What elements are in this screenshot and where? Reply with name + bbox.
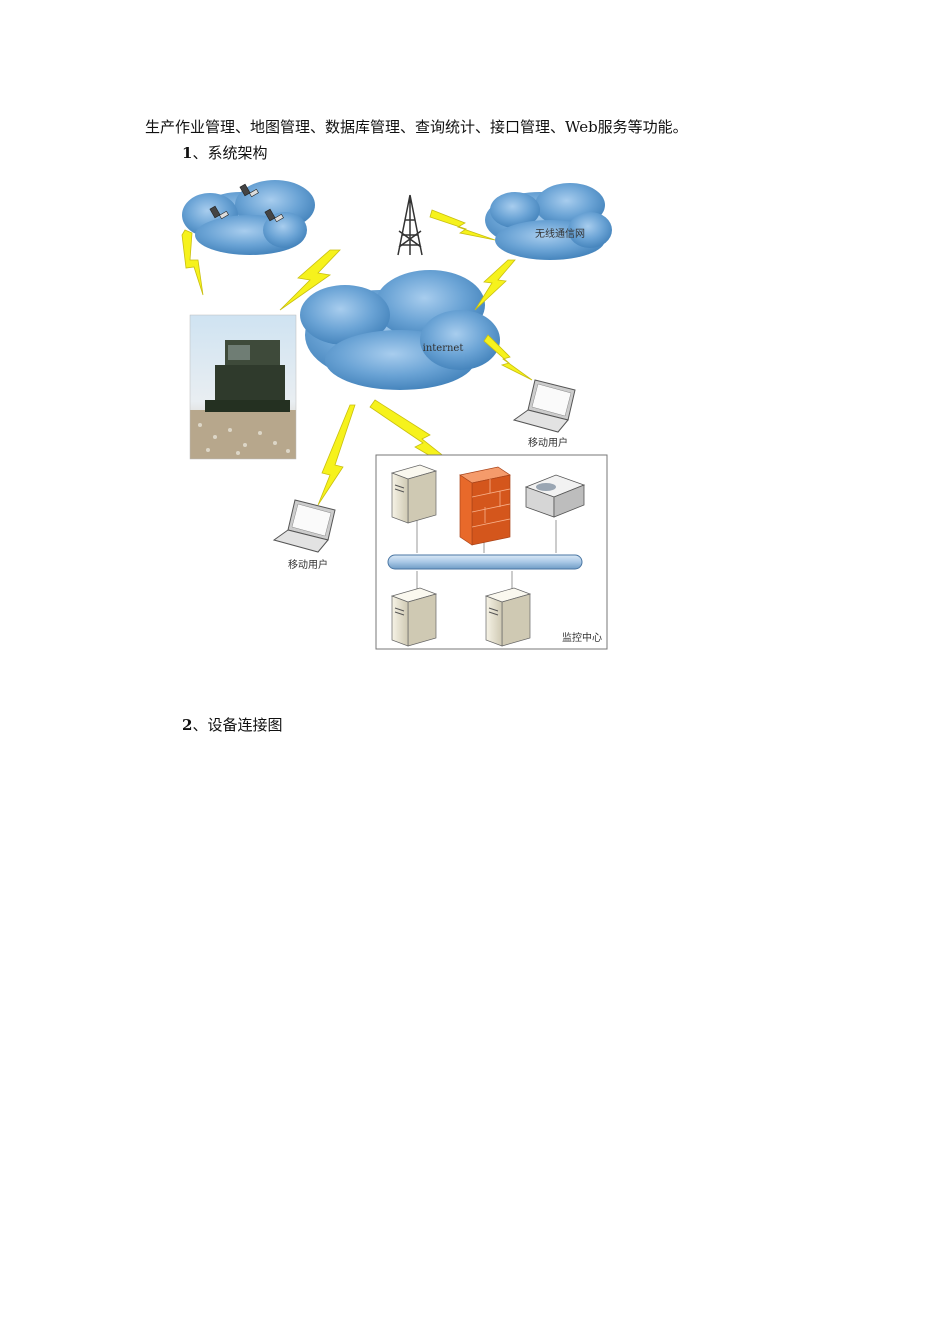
section-heading-architecture: 1、系统架构	[182, 142, 267, 164]
lightning-bolt-icon	[279, 249, 341, 311]
router-icon	[524, 474, 586, 518]
lightning-bolt-icon	[483, 334, 533, 381]
antenna-tower-icon	[397, 194, 423, 256]
section-separator: 、	[192, 144, 208, 162]
wireless-network-cloud: 无线通信网	[485, 183, 612, 260]
server-icon	[390, 587, 438, 647]
section-separator: 、	[192, 716, 208, 734]
section-title: 设备连接图	[207, 716, 283, 734]
mobile-user-label: 移动用户	[288, 558, 328, 571]
section-number: 1	[182, 144, 193, 162]
mobile-user-label: 移动用户	[528, 436, 568, 449]
lightning-bolt-icon	[474, 259, 516, 311]
server-icon	[484, 587, 532, 647]
monitoring-center: 监控中心	[375, 454, 608, 650]
mobile-user-laptop-right: 移动用户	[512, 379, 576, 449]
satellite-cloud	[182, 180, 315, 255]
network-bus	[387, 554, 583, 570]
section-number: 2	[182, 716, 193, 734]
lightning-bolt-icon	[317, 404, 356, 506]
mobile-user-laptop-left: 移动用户	[272, 499, 336, 571]
laptop-icon	[512, 379, 576, 433]
internet-cloud: internet	[300, 270, 500, 390]
satellite-icon	[209, 183, 284, 223]
section-heading-device-connection: 2、设备连接图	[182, 714, 282, 736]
internet-label: internet	[423, 343, 464, 354]
lightning-bolt-icon	[181, 229, 204, 296]
laptop-icon	[272, 499, 336, 553]
body-paragraph: 生产作业管理、地图管理、数据库管理、查询统计、接口管理、Web服务等功能。	[145, 118, 688, 136]
firewall-icon	[459, 466, 511, 546]
server-icon	[390, 464, 438, 524]
system-architecture-diagram: 无线通信网 internet	[181, 180, 612, 650]
wireless-network-label: 无线通信网	[535, 227, 585, 240]
section-title: 系统架构	[207, 144, 268, 162]
lightning-bolt-icon	[429, 209, 496, 241]
monitoring-center-label: 监控中心	[562, 631, 602, 644]
cotton-harvester-photo	[189, 314, 297, 460]
